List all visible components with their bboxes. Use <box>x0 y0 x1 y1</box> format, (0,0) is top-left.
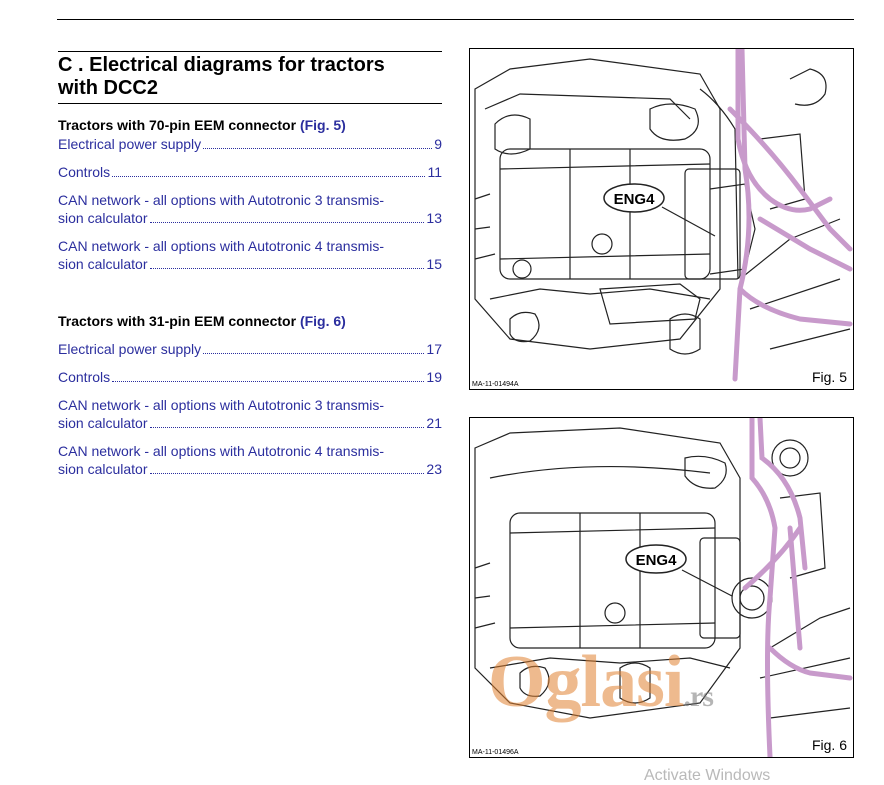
figure-5: ENG4 MA-11-01494A Fig. 5 <box>469 48 854 390</box>
site-watermark-logo: Oglasi.rs <box>488 640 714 725</box>
toc-entry-label-cont: sion calculator <box>58 256 148 272</box>
toc-entry-can-autotronic4[interactable]: CAN network - all options with Autotroni… <box>58 237 442 273</box>
section-heading-text: Tractors with 31-pin EEM connector <box>58 313 297 329</box>
toc-leader <box>149 268 425 269</box>
toc-entry-controls[interactable]: Controls 11 <box>58 163 442 181</box>
toc-entry-label: CAN network - all options with Autotroni… <box>58 238 385 254</box>
toc-page-number: 23 <box>426 461 442 477</box>
page-title-line1: C . Electrical diagrams for tractors <box>58 54 385 76</box>
fig5-code: MA-11-01494A <box>472 381 519 388</box>
toc-page-number: 17 <box>426 341 442 357</box>
page-title: C . Electrical diagrams for tractors wit… <box>58 51 442 104</box>
toc-entry-label-cont: sion calculator <box>58 461 148 477</box>
toc-entry-label: Electrical power supply <box>58 341 202 357</box>
toc-entry-controls[interactable]: Controls 19 <box>58 368 442 386</box>
toc-page-number: 19 <box>426 369 442 385</box>
toc-31pin: Electrical power supply 17 Controls 19 C… <box>58 340 442 478</box>
fig5-link[interactable]: (Fig. 5) <box>299 117 346 133</box>
toc-entry-label: CAN network - all options with Autotroni… <box>58 397 385 413</box>
toc-page-number: 15 <box>426 256 442 272</box>
toc-page-number: 13 <box>426 210 442 226</box>
fig6-label: Fig. 6 <box>811 737 847 753</box>
toc-entry-power-supply[interactable]: Electrical power supply 9 <box>58 135 442 153</box>
toc-entry-label: Electrical power supply <box>58 136 202 152</box>
toc-70pin: Electrical power supply 9 Controls 11 CA… <box>58 135 442 273</box>
toc-leader <box>149 427 425 428</box>
section-heading-31pin: Tractors with 31-pin EEM connector (Fig.… <box>58 313 346 330</box>
toc-leader <box>112 381 425 382</box>
activate-windows-notice: Activate Windows <box>644 767 771 784</box>
engine-drawing-31pin: ENG4 <box>474 418 853 757</box>
fig6-link[interactable]: (Fig. 6) <box>299 313 346 329</box>
toc-entry-can-autotronic3[interactable]: CAN network - all options with Autotroni… <box>58 396 442 432</box>
watermark-suffix: .rs <box>683 680 713 713</box>
toc-page-number: 21 <box>426 415 442 431</box>
section-heading-text: Tractors with 70-pin EEM connector <box>58 117 297 133</box>
figure-6: ENG4 MA-11-01496A Fig. 6 <box>469 417 854 758</box>
toc-leader <box>203 148 433 149</box>
toc-page-number: 9 <box>434 136 442 152</box>
toc-leader <box>149 473 425 474</box>
engine-drawing-70pin: ENG4 <box>474 49 853 382</box>
fig6-code: MA-11-01496A <box>472 749 519 756</box>
fig6-callout: ENG4 <box>636 552 678 569</box>
fig5-callout: ENG4 <box>614 191 656 208</box>
page-title-line2: with DCC2 <box>58 77 158 99</box>
toc-entry-label-cont: sion calculator <box>58 415 148 431</box>
top-rule <box>57 19 854 20</box>
toc-leader <box>112 176 426 177</box>
toc-entry-label: CAN network - all options with Autotroni… <box>58 192 385 208</box>
toc-entry-power-supply[interactable]: Electrical power supply 17 <box>58 340 442 358</box>
toc-entry-label: CAN network - all options with Autotroni… <box>58 443 385 459</box>
toc-entry-label: Controls <box>58 164 111 180</box>
toc-page-number: 11 <box>427 164 442 180</box>
watermark-text: Oglasi <box>488 641 684 723</box>
toc-leader <box>203 353 425 354</box>
fig5-label: Fig. 5 <box>811 369 847 385</box>
toc-entry-can-autotronic3[interactable]: CAN network - all options with Autotroni… <box>58 191 442 227</box>
toc-leader <box>149 222 425 223</box>
toc-entry-label-cont: sion calculator <box>58 210 148 226</box>
section-heading-70pin: Tractors with 70-pin EEM connector (Fig.… <box>58 117 346 134</box>
toc-entry-label: Controls <box>58 369 111 385</box>
toc-entry-can-autotronic4[interactable]: CAN network - all options with Autotroni… <box>58 442 442 478</box>
